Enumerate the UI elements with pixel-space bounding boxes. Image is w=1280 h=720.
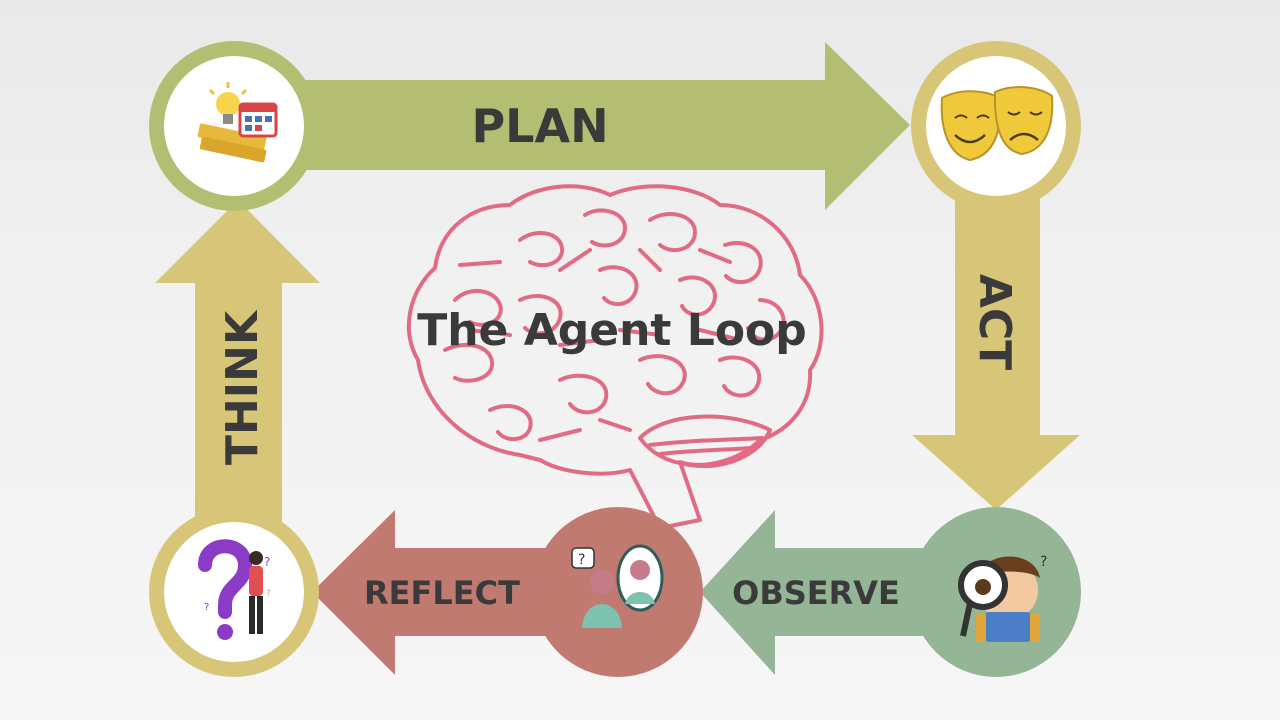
act-node <box>911 41 1081 211</box>
act-arrow <box>912 190 1080 510</box>
svg-text:?: ? <box>578 552 585 568</box>
page-title: The Agent Loop <box>417 305 807 356</box>
svg-text:?: ? <box>1040 554 1047 570</box>
brain-outline-icon <box>406 184 824 530</box>
observe-label: OBSERVE <box>732 574 900 612</box>
lightbulb-calendar-books-icon <box>197 82 278 163</box>
plan-arrow <box>300 42 910 210</box>
reflect-arrow <box>312 510 620 675</box>
magnifying-glass-boy-icon: ? <box>958 554 1047 642</box>
think-label: THINK <box>217 309 268 465</box>
svg-text:?: ? <box>266 589 271 599</box>
theater-masks-icon <box>940 86 1054 162</box>
svg-text:?: ? <box>204 602 209 613</box>
act-label: ACT <box>969 274 1020 370</box>
plan-label: PLAN <box>471 99 608 153</box>
question-mark-person-icon: ? ? ? <box>198 539 271 640</box>
think-node: ? ? ? <box>149 507 319 677</box>
observe-node: ? <box>911 507 1081 677</box>
mirror-person-icon: ? <box>571 544 664 628</box>
svg-text:?: ? <box>264 555 270 569</box>
observe-arrow <box>700 510 965 675</box>
think-arrow <box>155 200 320 540</box>
reflect-label: REFLECT <box>364 574 520 612</box>
reflect-node: ? <box>533 507 703 677</box>
plan-node <box>149 41 319 211</box>
